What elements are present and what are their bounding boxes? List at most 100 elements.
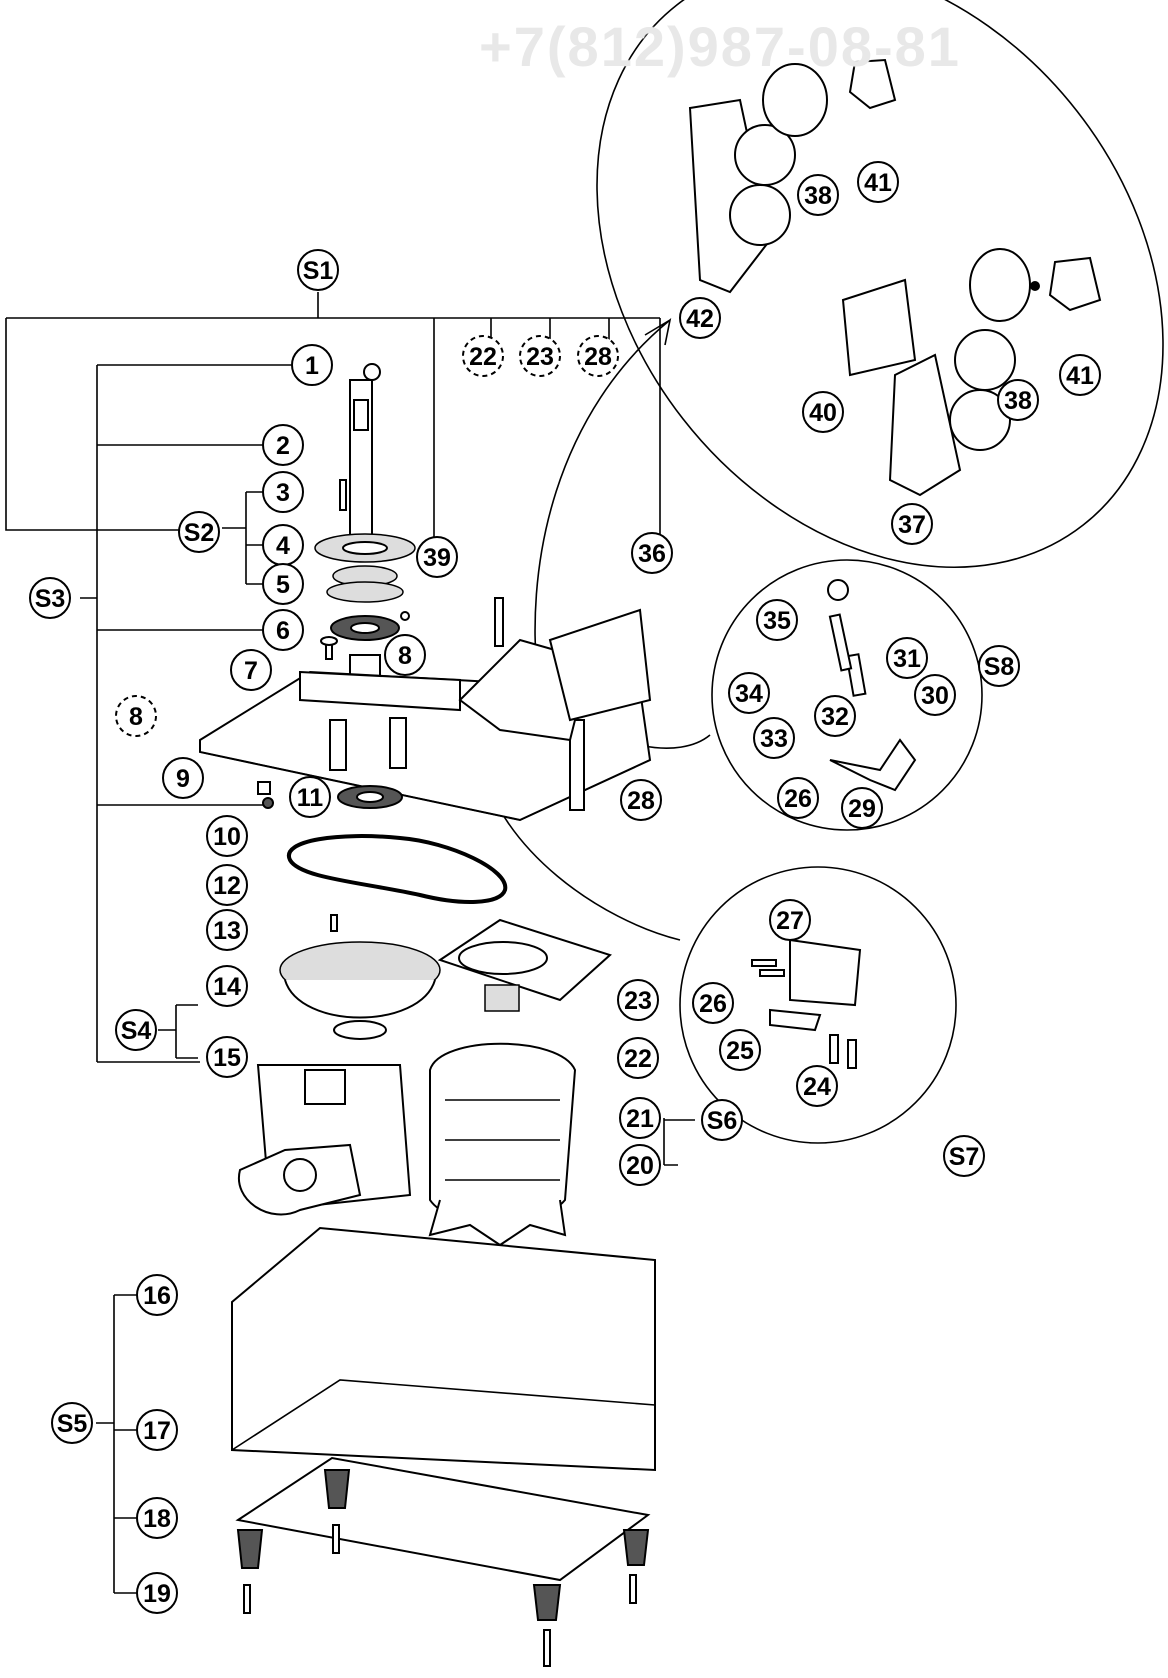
callout-label: S5 xyxy=(57,1410,88,1438)
callout-2: 2 xyxy=(262,424,304,466)
callout-circle xyxy=(206,909,248,951)
callout-label: 8 xyxy=(129,703,143,731)
screw-19c xyxy=(629,1574,637,1604)
callout-31: 31 xyxy=(886,637,928,679)
callout-label: 18 xyxy=(143,1505,171,1533)
shaft-collar xyxy=(353,399,369,431)
callout-label: 20 xyxy=(626,1152,654,1180)
callout-label: 27 xyxy=(776,907,804,935)
pulley-hub xyxy=(284,979,436,1019)
callout-circle xyxy=(796,1065,838,1107)
motor-flange xyxy=(458,941,548,975)
callout-41: 41 xyxy=(1059,354,1101,396)
callout-circle xyxy=(802,391,844,433)
motor-pulley xyxy=(484,984,520,1012)
callout-label: 11 xyxy=(297,784,324,812)
callout-circle xyxy=(206,815,248,857)
detail-circle-s7 xyxy=(679,866,957,1144)
plate-25 xyxy=(769,1008,822,1032)
callout-circle xyxy=(753,717,795,759)
callout-38: 38 xyxy=(797,174,839,216)
bottom-plate xyxy=(235,1456,651,1582)
cable-bolt xyxy=(494,597,504,647)
callout-circle xyxy=(631,532,673,574)
callout-label: 41 xyxy=(1066,362,1094,390)
callout-circle xyxy=(291,344,333,386)
base-plate-edge xyxy=(199,751,651,821)
screw-19b xyxy=(332,1524,340,1554)
callout-circle xyxy=(136,1274,178,1316)
callout-circle xyxy=(886,637,928,679)
callout-circle xyxy=(416,536,458,578)
callout-circle xyxy=(857,161,899,203)
watermark-phone: +7(812)987-08-81 xyxy=(479,15,961,78)
callout-22: 22 xyxy=(462,335,504,377)
callout-4: 4 xyxy=(262,524,304,566)
callout-circle xyxy=(1059,354,1101,396)
motor-body xyxy=(429,1042,577,1224)
callout-label: 28 xyxy=(627,787,655,815)
callout-circle xyxy=(162,757,204,799)
callout-circle xyxy=(29,577,71,619)
callout-label: 35 xyxy=(763,607,791,635)
callout-circle xyxy=(206,1036,248,1078)
callout-circle xyxy=(797,174,839,216)
callout-circle xyxy=(206,965,248,1007)
callout-label: 17 xyxy=(143,1417,171,1445)
pin-33 xyxy=(828,613,853,672)
callout-circle xyxy=(728,672,770,714)
callout-label: 42 xyxy=(686,305,714,333)
callout-circle xyxy=(619,1144,661,1186)
callout-label: 38 xyxy=(1004,387,1032,415)
callout-24: 24 xyxy=(796,1065,838,1107)
callout-label: 5 xyxy=(276,571,290,599)
callout-label: 23 xyxy=(526,343,554,371)
callout-circle xyxy=(136,1497,178,1539)
callout-11: 11 xyxy=(289,776,331,818)
cover-panel-36 xyxy=(548,608,652,722)
box-40 xyxy=(841,278,917,377)
callout-23: 23 xyxy=(617,979,659,1021)
callout-33: 33 xyxy=(753,717,795,759)
callout-circle xyxy=(619,1097,661,1139)
foot-a xyxy=(236,1529,264,1569)
housing-inner-edge xyxy=(231,1379,656,1451)
s4-bracket xyxy=(158,1004,198,1059)
callout-s8: S8 xyxy=(978,645,1020,687)
callout-16: 16 xyxy=(136,1274,178,1316)
lip-seal xyxy=(326,581,404,603)
callout-15: 15 xyxy=(206,1036,248,1078)
callout-label: 37 xyxy=(898,511,926,539)
callout-circle xyxy=(115,695,157,737)
callout-1: 1 xyxy=(291,344,333,386)
callout-10: 10 xyxy=(206,815,248,857)
callout-circle xyxy=(262,471,304,513)
dial-41a xyxy=(762,63,828,137)
callout-s7: S7 xyxy=(943,1135,985,1177)
callout-21: 21 xyxy=(619,1097,661,1139)
callout-35: 35 xyxy=(756,599,798,641)
callout-circle xyxy=(384,634,426,676)
callout-41: 41 xyxy=(857,161,899,203)
callout-circle xyxy=(136,1572,178,1614)
base-plate-rib xyxy=(299,670,461,712)
bearing-lower-bore xyxy=(356,791,384,803)
callout-label: S4 xyxy=(121,1017,152,1045)
screw-26b xyxy=(759,969,785,977)
motor-fan xyxy=(428,1199,567,1247)
callout-circle xyxy=(997,379,1039,421)
callout-label: 23 xyxy=(624,987,652,1015)
callout-circle xyxy=(841,787,883,829)
callout-27: 27 xyxy=(769,899,811,941)
callout-37: 37 xyxy=(891,503,933,545)
callout-circle xyxy=(769,899,811,941)
callout-circle xyxy=(978,645,1020,687)
callout-label: 8 xyxy=(398,642,412,670)
callout-label: 1 xyxy=(305,352,319,380)
detail-circle-s8 xyxy=(711,559,983,831)
callout-label: 24 xyxy=(803,1073,831,1101)
callout-label: 13 xyxy=(213,917,241,945)
callout-circle xyxy=(617,979,659,1021)
callout-circle xyxy=(230,649,272,691)
